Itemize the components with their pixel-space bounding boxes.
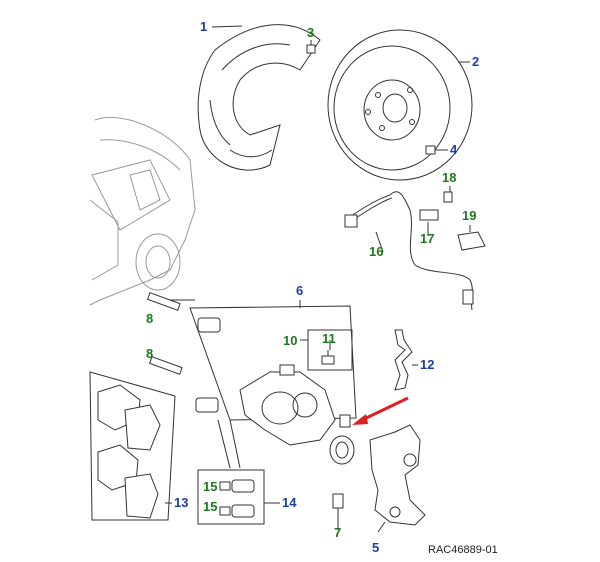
brake-disc [327, 29, 473, 181]
disc-screw [425, 145, 448, 155]
bush-upper [197, 317, 221, 333]
brake-caliper [239, 364, 336, 446]
bleed-screw-box [307, 329, 353, 371]
bolt-3 [306, 40, 316, 54]
label-8a: 8 [146, 311, 153, 326]
label-18: 18 [442, 170, 456, 185]
pin-bush-kit-box [197, 469, 265, 525]
carrier-bolt [332, 493, 344, 530]
label-3: 3 [307, 25, 314, 40]
anti-rattle-spring [394, 329, 413, 391]
label-19: 19 [462, 208, 476, 223]
label-16: 16 [369, 244, 383, 259]
bleed-screw [321, 350, 335, 365]
pin-bush-kit [219, 479, 255, 518]
guide-pin-lower [148, 356, 183, 375]
vehicle-outline [89, 116, 196, 306]
brake-pad-kit [89, 371, 176, 521]
label-6: 6 [296, 283, 303, 298]
label-12: 12 [420, 357, 434, 372]
callout-arrow [352, 396, 409, 425]
label-4: 4 [450, 142, 458, 157]
sensor-bracket [457, 231, 486, 251]
piston-seal [329, 414, 355, 465]
label-17: 17 [420, 231, 434, 246]
guide-pin-upper [146, 292, 181, 311]
label-7: 7 [334, 525, 341, 540]
label-13: 13 [174, 495, 188, 510]
label-8b: 8 [146, 346, 153, 361]
caliper-carrier [369, 424, 426, 526]
wear-sensor-harness [344, 191, 474, 311]
bush-lower [195, 397, 219, 413]
label-15b: 15 [203, 499, 217, 514]
harness-clip [419, 191, 453, 221]
label-15a: 15 [203, 479, 217, 494]
label-2: 2 [472, 54, 479, 69]
label-11: 11 [322, 331, 336, 346]
label-14: 14 [282, 495, 297, 510]
label-1: 1 [200, 19, 207, 34]
label-10: 10 [283, 333, 297, 348]
label-5: 5 [372, 540, 379, 555]
splash-shield [197, 24, 321, 171]
reference-code: RAC46889-01 [428, 544, 498, 556]
